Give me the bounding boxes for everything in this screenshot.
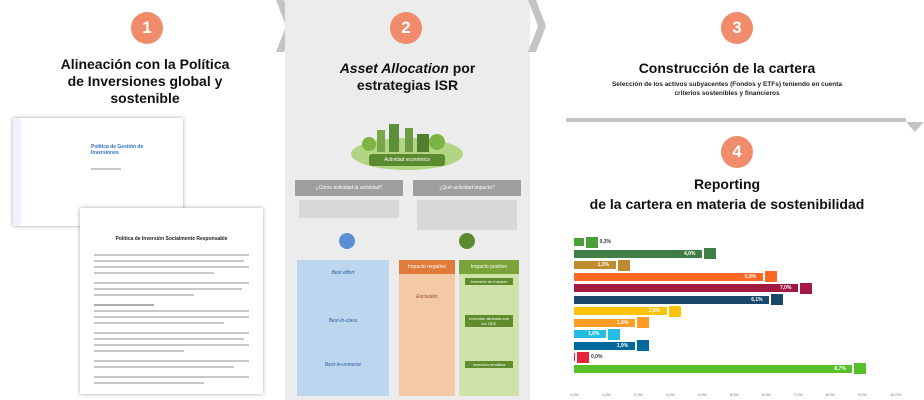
chevron-arrow-2 xyxy=(528,0,546,52)
isr-infographic: Actividad económica ¿Cómo actividad la a… xyxy=(295,120,527,396)
x-tick-label: 9,0% xyxy=(858,392,868,397)
sdg-icon-10 xyxy=(636,340,649,351)
bar-value-label: 4,0% xyxy=(684,250,696,257)
x-tick-label: 0,0% xyxy=(570,392,580,397)
step-3-4-panel: 3 Construcción de la cartera Selección d… xyxy=(530,0,924,400)
bar-value-label: 7,0% xyxy=(780,285,792,291)
impact-investment-label: Inversión de impacto xyxy=(465,278,513,285)
sdg-icon-9 xyxy=(608,328,620,340)
step-3-badge: 3 xyxy=(721,12,753,44)
bar-value-label: 1,9% xyxy=(616,342,629,349)
exclusion-label: Exclusión xyxy=(416,294,438,300)
step-4-title-line-1: Reporting xyxy=(693,176,761,192)
doc2-title: Política de Inversión Socialmente Respon… xyxy=(115,236,228,242)
positive-impact-column: Inversión de impacto Inversión alineada … xyxy=(459,274,519,396)
positive-impact-header: Impacto positivo xyxy=(459,260,519,274)
exclusion-column: Exclusión xyxy=(399,274,455,396)
step-1-title-line-2: de Inversiones global y xyxy=(67,73,223,89)
step-4-title-line-2: de la cartera en materia de sostenibilid… xyxy=(589,196,865,212)
x-tick-label: 7,0% xyxy=(794,392,804,397)
sdg-icon-8 xyxy=(636,317,649,328)
best-effort-column: Best effort Best-in-class Best-in-univer… xyxy=(297,260,389,396)
bar-sdg-6 xyxy=(574,330,606,338)
sdg-icon-1 xyxy=(585,236,598,248)
bar-value-label: 1,3% xyxy=(597,262,609,268)
step-4-title: Reporting de la cartera en materia de so… xyxy=(530,174,924,214)
step-2-title-rest: por xyxy=(448,60,476,76)
step-1-panel: 1 Alineación con la Política de Inversio… xyxy=(0,0,285,400)
left-header: ¿Cómo actividad la actividad? xyxy=(295,180,403,196)
sdg-bar-chart: 0,3% 4,0% 1,3% 5,9% 7,0% 6,1% 2,9% 1,9% 1,0% 1,9%… xyxy=(570,236,914,400)
x-tick-label: 2,0% xyxy=(634,392,644,397)
step-4-badge: 4 xyxy=(721,136,753,168)
step-3-subtitle: Selección de los activos subyacentes (Fo… xyxy=(530,80,924,98)
best-in-class-label: Best-in-class xyxy=(328,318,358,324)
step-1-badge: 1 xyxy=(131,12,163,44)
hub-label: Actividad económica xyxy=(369,154,445,166)
doc1-title: Política de Gestión de Inversiones xyxy=(91,144,144,156)
sdg-icon-7 xyxy=(668,305,681,317)
negative-impact-header: Impacto negativo xyxy=(399,260,455,274)
blue-circle-icon xyxy=(339,233,355,249)
bar-sdg-12 xyxy=(574,261,616,269)
asset-allocation-italic: Asset Allocation xyxy=(339,60,449,76)
x-tick-label: 1,0% xyxy=(602,392,612,397)
bar-sdg-9 xyxy=(574,272,763,281)
sdg-icon-12 xyxy=(854,363,867,374)
bar-sdg-7 xyxy=(574,307,667,315)
x-tick-label: 5,0% xyxy=(730,392,740,397)
x-tick-label: 10,0% xyxy=(890,392,902,397)
step-2-title-line-2: estrategias ISR xyxy=(356,77,459,93)
best-effort-label: Best effort xyxy=(331,270,355,276)
bar-value-label: 1,9% xyxy=(616,319,629,326)
bar-sdg-13 xyxy=(574,249,702,258)
bar-value-label: 0,0% xyxy=(591,354,603,360)
bar-sdg-3 xyxy=(574,238,584,246)
step-3-subtitle-line-1: Selección de los activos subyacentes (Fo… xyxy=(611,81,843,88)
sdg-icon-4 xyxy=(764,271,777,282)
step-2-badge: 2 xyxy=(390,12,422,44)
bar-sdg-1 xyxy=(574,353,575,361)
bar-value-label: 0,3% xyxy=(599,239,611,245)
step-3-title: Construcción de la cartera xyxy=(638,60,816,76)
sdg-icon-2 xyxy=(704,248,716,259)
step-2-panel: 2 Asset Allocation por estrategias ISR A… xyxy=(285,0,530,400)
sdg-icon-11 xyxy=(577,351,589,363)
bar-sdg-16 xyxy=(574,341,635,350)
bar-sdg-5 xyxy=(574,364,853,373)
policy-document-2: Política de Inversión Socialmente Respon… xyxy=(80,208,263,394)
bar-value-label: 8,7% xyxy=(834,365,846,372)
green-circle-icon xyxy=(459,233,475,249)
sdg-icon-3 xyxy=(617,259,630,271)
bar-value-label: 1,0% xyxy=(588,331,600,337)
down-arrow-band xyxy=(566,118,924,132)
bar-sdg-11 xyxy=(574,318,635,327)
right-header: ¿Qué actividad impacta? xyxy=(413,180,521,196)
thematic-investment-label: Inversión temática xyxy=(465,361,513,368)
x-tick-label: 4,0% xyxy=(698,392,708,397)
sdg-icon-6 xyxy=(771,294,784,305)
bar-value-label: 6,1% xyxy=(751,296,763,303)
best-in-universe-label: Best-in-universe xyxy=(324,362,362,368)
bar-sdg-17 xyxy=(574,295,770,304)
bar-value-label: 2,9% xyxy=(648,308,661,314)
x-tick-label: 6,0% xyxy=(762,392,772,397)
sdg-icon-5 xyxy=(800,282,812,294)
step-3-subtitle-line-2: criterios sostenibles y financieros xyxy=(674,90,780,97)
x-tick-label: 8,0% xyxy=(826,392,836,397)
bar-sdg-8 xyxy=(574,284,798,292)
x-tick-label: 3,0% xyxy=(666,392,676,397)
step-1-title-line-1: Alineación con la Política xyxy=(60,56,230,72)
sdg-aligned-label: Inversión alineada con los ODS xyxy=(465,315,513,327)
bar-value-label: 5,9% xyxy=(744,273,757,280)
step-1-title-line-3: sostenible xyxy=(110,90,180,106)
step-1-title: Alineación con la Política de Inversione… xyxy=(20,56,270,107)
step-2-title: Asset Allocation por estrategias ISR xyxy=(285,60,530,94)
